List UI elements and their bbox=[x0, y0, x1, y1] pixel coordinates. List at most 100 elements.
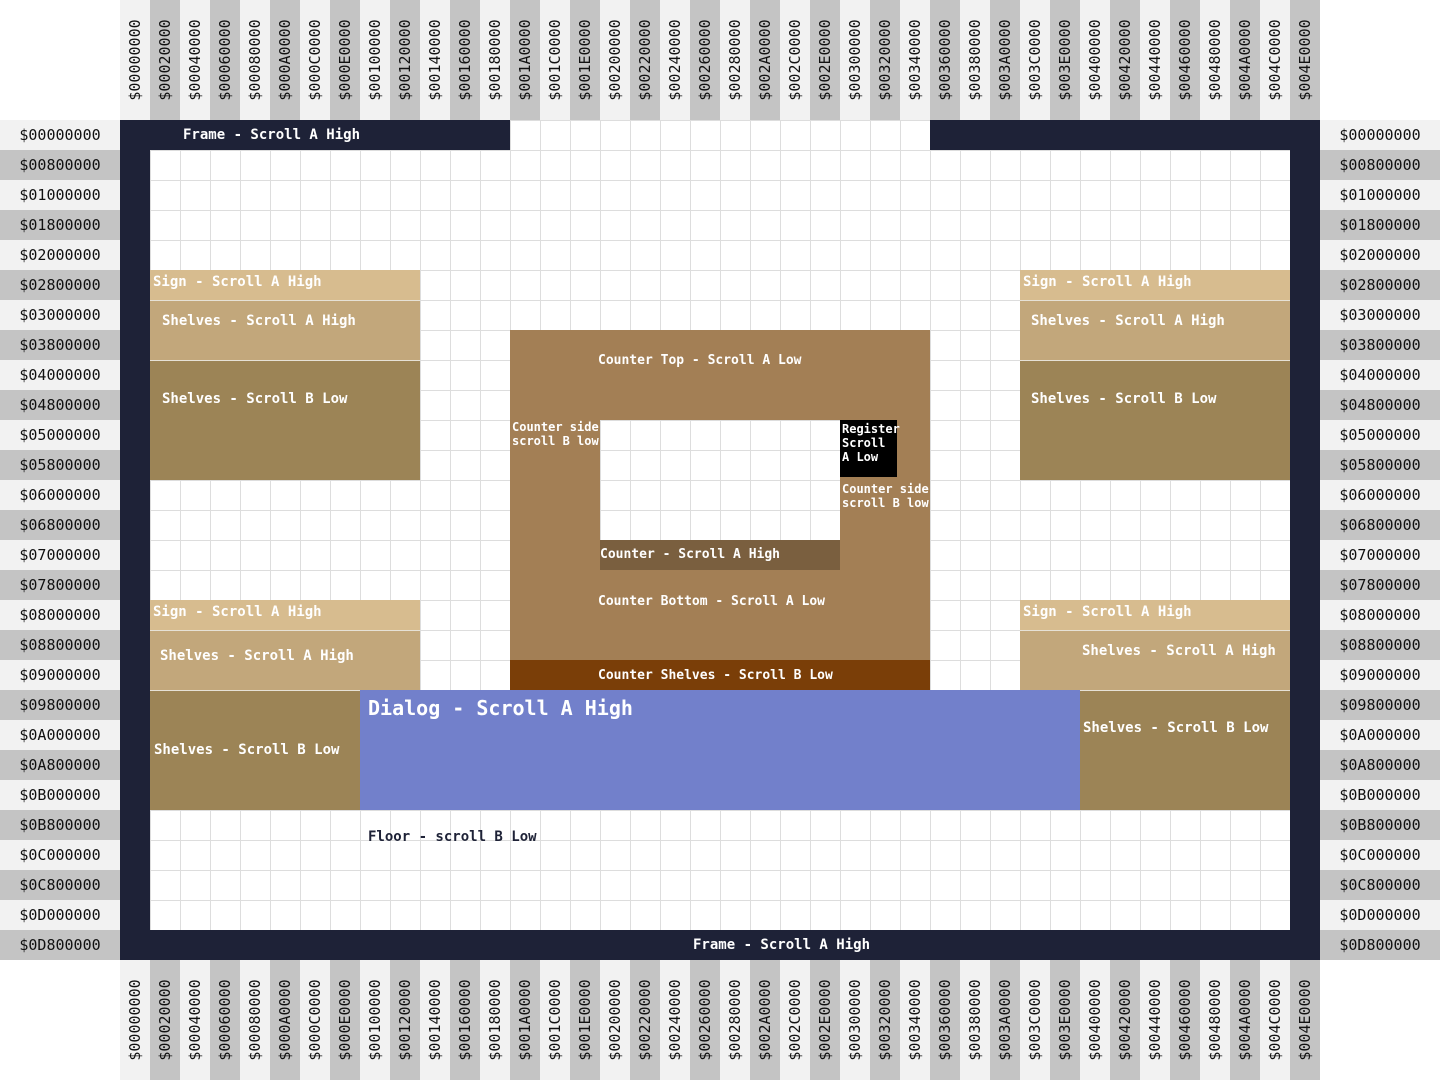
column-header-cell: $00080000 bbox=[240, 960, 270, 1080]
row-header-label: $06800000 bbox=[1320, 510, 1440, 540]
column-header-cell: $00020000 bbox=[150, 960, 180, 1080]
column-header-cell: $00140000 bbox=[420, 960, 450, 1080]
column-header-label: $002E0000 bbox=[816, 979, 834, 1061]
shelves-a-top-left: Shelves - Scroll A High bbox=[150, 300, 420, 360]
column-header-cell: $000C0000 bbox=[300, 960, 330, 1080]
column-header-label: $000C0000 bbox=[306, 979, 324, 1061]
row-header-label: $0B000000 bbox=[0, 780, 120, 810]
sign-label: Sign - Scroll A High bbox=[153, 274, 322, 290]
column-header-cell: $00400000 bbox=[1080, 0, 1110, 120]
row-header-label: $08800000 bbox=[0, 630, 120, 660]
column-header-cell: $000A0000 bbox=[270, 0, 300, 120]
row-header-label: $04000000 bbox=[0, 360, 120, 390]
column-header-cell: $00100000 bbox=[360, 960, 390, 1080]
column-header-label: $000C0000 bbox=[306, 19, 324, 101]
floor-label: Floor - scroll B Low bbox=[368, 829, 537, 845]
row-header-label: $00800000 bbox=[0, 150, 120, 180]
column-header-cell: $00280000 bbox=[720, 0, 750, 120]
column-header-cell: $003A0000 bbox=[990, 0, 1020, 120]
column-header-cell: $00360000 bbox=[930, 960, 960, 1080]
column-header-cell: $00240000 bbox=[660, 0, 690, 120]
column-header-cell: $00120000 bbox=[390, 960, 420, 1080]
shelves-b-label: Shelves - Scroll B Low bbox=[162, 391, 348, 407]
column-header-label: $00420000 bbox=[1116, 979, 1134, 1061]
column-header-cell: $00340000 bbox=[900, 0, 930, 120]
frame-top-left: Frame - Scroll A High bbox=[120, 120, 510, 150]
column-header-cell: $00040000 bbox=[180, 0, 210, 120]
sign-label: Sign - Scroll A High bbox=[1023, 274, 1192, 290]
counter-top-label: Counter Top - Scroll A Low bbox=[598, 353, 802, 368]
column-header-cell: $002C0000 bbox=[780, 960, 810, 1080]
counter-top: Counter Top - Scroll A Low bbox=[510, 330, 930, 420]
column-header-cell: $00300000 bbox=[840, 0, 870, 120]
row-header-label: $08800000 bbox=[1320, 630, 1440, 660]
shelves-a-bottom-left: Shelves - Scroll A High bbox=[150, 630, 420, 690]
column-header-label: $00040000 bbox=[186, 19, 204, 101]
column-header-label: $00060000 bbox=[216, 19, 234, 101]
column-header-cell: $00380000 bbox=[960, 960, 990, 1080]
column-header-label: $00260000 bbox=[696, 979, 714, 1061]
column-header-label: $000E0000 bbox=[336, 979, 354, 1061]
column-header-label: $001E0000 bbox=[576, 979, 594, 1061]
row-header-label: $04800000 bbox=[0, 390, 120, 420]
column-header-label: $00080000 bbox=[246, 19, 264, 101]
column-header-label: $004E0000 bbox=[1296, 19, 1314, 101]
column-header-cell: $001A0000 bbox=[510, 0, 540, 120]
column-header-cell: $00320000 bbox=[870, 0, 900, 120]
row-header-label: $0A800000 bbox=[0, 750, 120, 780]
row-header-label: $03800000 bbox=[1320, 330, 1440, 360]
shelves-b-label: Shelves - Scroll B Low bbox=[1031, 391, 1217, 407]
counter-shelves-label: Counter Shelves - Scroll B Low bbox=[598, 668, 833, 683]
column-header-cell: $004E0000 bbox=[1290, 960, 1320, 1080]
column-header-label: $003A0000 bbox=[996, 979, 1014, 1061]
shelves-a-label: Shelves - Scroll A High bbox=[1031, 313, 1225, 329]
column-header-label: $00100000 bbox=[366, 19, 384, 101]
column-header-cell: $003E0000 bbox=[1050, 0, 1080, 120]
column-header-label: $00120000 bbox=[396, 979, 414, 1061]
column-header-cell: $004E0000 bbox=[1290, 0, 1320, 120]
column-header-label: $00120000 bbox=[396, 19, 414, 101]
column-header-label: $00380000 bbox=[966, 979, 984, 1061]
row-header-label: $0B800000 bbox=[0, 810, 120, 840]
row-header-label: $09800000 bbox=[1320, 690, 1440, 720]
column-header-cell: $004C0000 bbox=[1260, 0, 1290, 120]
row-header-label: $03000000 bbox=[0, 300, 120, 330]
column-header-label: $00080000 bbox=[246, 979, 264, 1061]
row-header-label: $09000000 bbox=[0, 660, 120, 690]
column-header-cell: $00180000 bbox=[480, 960, 510, 1080]
shelves-b-label: Shelves - Scroll B Low bbox=[1083, 720, 1269, 736]
column-header-cell: $00340000 bbox=[900, 960, 930, 1080]
column-header-cell: $001E0000 bbox=[570, 960, 600, 1080]
column-header-label: $00160000 bbox=[456, 19, 474, 101]
register: Register Scroll A Low bbox=[840, 420, 900, 477]
sign-top-left: Sign - Scroll A High bbox=[150, 270, 420, 300]
column-header-cell: $002E0000 bbox=[810, 0, 840, 120]
column-header-label: $003E0000 bbox=[1056, 979, 1074, 1061]
sign-label: Sign - Scroll A High bbox=[1023, 604, 1192, 620]
row-header-label: $0B800000 bbox=[1320, 810, 1440, 840]
column-header-label: $00360000 bbox=[936, 19, 954, 101]
column-header-cell: $00400000 bbox=[1080, 960, 1110, 1080]
column-header-label: $00220000 bbox=[636, 19, 654, 101]
sign-bottom-left: Sign - Scroll A High bbox=[150, 600, 420, 630]
column-header-cell: $000A0000 bbox=[270, 960, 300, 1080]
column-header-label: $002E0000 bbox=[816, 19, 834, 101]
sign-top-right: Sign - Scroll A High bbox=[1020, 270, 1290, 300]
column-header-cell: $00440000 bbox=[1140, 960, 1170, 1080]
column-header-label: $00300000 bbox=[846, 979, 864, 1061]
shelves-a-label: Shelves - Scroll A High bbox=[160, 648, 354, 664]
column-header-cell: $001C0000 bbox=[540, 0, 570, 120]
row-header-label: $09000000 bbox=[1320, 660, 1440, 690]
row-header-label: $0A800000 bbox=[1320, 750, 1440, 780]
row-header-label: $0D800000 bbox=[1320, 930, 1440, 960]
tilemap-grid: Frame - Scroll A High Frame - Scroll A H… bbox=[120, 120, 1320, 960]
column-header-label: $003E0000 bbox=[1056, 19, 1074, 101]
column-header-label: $00020000 bbox=[156, 979, 174, 1061]
column-header-cell: $000C0000 bbox=[300, 0, 330, 120]
row-header-label: $03800000 bbox=[0, 330, 120, 360]
shelves-b-label: Shelves - Scroll B Low bbox=[154, 742, 340, 758]
row-header-label: $05000000 bbox=[0, 420, 120, 450]
column-header-label: $004C0000 bbox=[1266, 979, 1284, 1061]
column-header-label: $00460000 bbox=[1176, 19, 1194, 101]
column-header-cell: $00260000 bbox=[690, 0, 720, 120]
